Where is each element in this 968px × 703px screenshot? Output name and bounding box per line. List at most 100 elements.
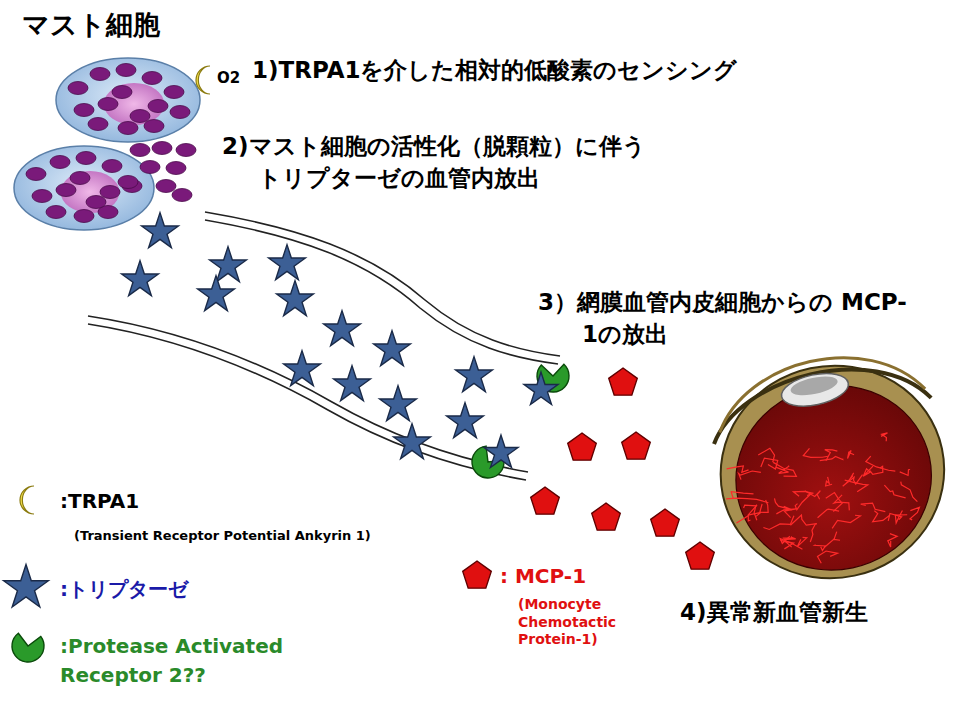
- neovessel: [796, 537, 809, 547]
- neovessel: [789, 512, 817, 529]
- neovessel: [862, 466, 875, 476]
- eyelid: [704, 351, 931, 444]
- released-granule: [140, 161, 160, 174]
- tryptase-star: [394, 424, 431, 459]
- mcp1-pentagon: [531, 487, 560, 514]
- granule: [32, 190, 52, 203]
- mcp1-pentagon: [651, 509, 680, 536]
- eye-lens-shade: [789, 373, 839, 399]
- vessel-wall: [88, 324, 526, 480]
- granule: [102, 160, 122, 173]
- tryptase-star: [277, 281, 314, 316]
- granule: [118, 122, 138, 135]
- neovessel: [861, 500, 886, 517]
- mcp1-pentagon: [622, 432, 651, 459]
- granule: [68, 82, 88, 95]
- neovessel: [807, 524, 820, 542]
- neovessel: [776, 507, 798, 520]
- cell-body: [56, 58, 200, 142]
- neovessel: [884, 481, 905, 501]
- tryptase-star: [334, 366, 371, 401]
- released-granule: [152, 142, 172, 155]
- released-granule: [130, 144, 150, 157]
- cell-body: [14, 146, 154, 230]
- step-label: 2)マスト細胞の活性化（脱顆粒）に伴う トリプターゼの血管内放出: [222, 130, 818, 194]
- tryptase-star: [198, 276, 235, 311]
- granule: [76, 152, 96, 165]
- tryptase-star: [524, 372, 558, 404]
- neovessel: [901, 479, 918, 504]
- released-granule: [176, 144, 196, 157]
- eyelid: [709, 339, 925, 432]
- tryptase-star: [456, 357, 493, 392]
- neovessel: [908, 507, 922, 520]
- neovessel: [783, 536, 796, 542]
- legend-note: (Transient Receptor Potential Ankyrin 1): [74, 527, 371, 545]
- neovessel: [870, 508, 890, 523]
- released-granule: [156, 180, 176, 193]
- granule: [112, 86, 132, 99]
- granule: [88, 118, 108, 131]
- neovessel: [805, 488, 822, 502]
- neovessel: [762, 516, 795, 531]
- neovessel: [886, 532, 899, 547]
- neovessel: [793, 493, 814, 510]
- neovessel: [900, 469, 912, 477]
- legend-note: (Monocyte Chemotactic Protein-1): [518, 596, 638, 649]
- granule: [50, 156, 70, 169]
- tryptase-star: [374, 331, 411, 366]
- neovessel: [759, 456, 779, 472]
- step-label: 4)異常新血管新生: [680, 596, 868, 628]
- neovessel: [845, 476, 869, 494]
- neovessel: [743, 503, 759, 523]
- granule: [26, 168, 46, 181]
- granule: [74, 104, 94, 117]
- neovessel: [731, 487, 754, 499]
- trpa1-crescent: [196, 66, 210, 94]
- granule: [144, 120, 164, 133]
- neovessel: [821, 531, 840, 547]
- neovessel: [824, 476, 832, 486]
- neovessel: [735, 512, 762, 523]
- neovessel: [820, 455, 843, 464]
- legend-star: [4, 564, 49, 607]
- granule: [56, 184, 76, 197]
- vessel-wall: [205, 212, 560, 356]
- neovessel: [727, 464, 749, 475]
- neovessel: [802, 445, 828, 461]
- released-granule: [166, 162, 186, 175]
- tryptase-star: [142, 213, 179, 248]
- eye-lens: [779, 368, 852, 411]
- granule: [164, 86, 184, 99]
- granule: [86, 196, 106, 209]
- legend-text: :トリプターゼ: [60, 575, 188, 604]
- mcp1-pentagon: [592, 503, 621, 530]
- neovessels: [718, 420, 927, 579]
- eye-sclera: [701, 345, 964, 599]
- granule: [142, 72, 162, 85]
- released-granule: [172, 189, 192, 202]
- trpa1-crescent: [20, 486, 34, 514]
- neovessel: [825, 491, 843, 512]
- mast-cell: [14, 146, 154, 230]
- mcp1-pentagon: [609, 368, 638, 395]
- granule: [170, 106, 190, 119]
- granule: [74, 210, 94, 223]
- tryptase-star: [484, 435, 518, 467]
- vessel-wall: [88, 316, 528, 472]
- neovessel: [815, 543, 826, 552]
- tryptase-star: [284, 351, 321, 386]
- neovessel: [774, 495, 791, 512]
- legend-text: :Protease Activated Receptor 2??: [60, 632, 330, 690]
- granule: [70, 172, 90, 185]
- mcp1-pentagon: [463, 561, 492, 588]
- step-label: 3）網膜血管内皮細胞からの MCP-1の放出: [538, 286, 962, 350]
- neovessel: [726, 490, 768, 511]
- tryptase-star: [122, 261, 159, 296]
- cell-title: マスト細胞: [22, 6, 160, 44]
- vessel-wall: [205, 220, 558, 364]
- mcp1-pentagon: [568, 433, 597, 460]
- neovessel: [881, 433, 890, 442]
- tryptase-star: [269, 245, 306, 280]
